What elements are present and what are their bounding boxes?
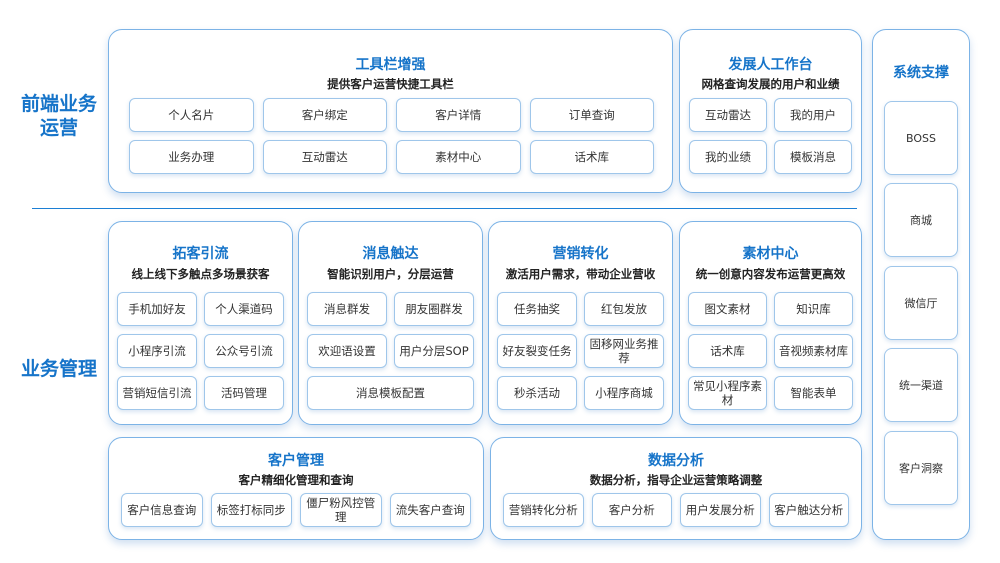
- material-title: 素材中心: [742, 246, 799, 262]
- material-image-text[interactable]: 图文素材: [688, 292, 767, 326]
- developer-subtitle: 网格查询发展的用户和业绩: [701, 77, 840, 91]
- sys-mall[interactable]: 商城: [884, 183, 958, 257]
- acquire-official-account[interactable]: 公众号引流: [204, 334, 284, 368]
- tool-interaction-radar[interactable]: 互动雷达: [262, 140, 387, 174]
- developer-title: 发展人工作台: [728, 57, 813, 73]
- analysis-marketing-conversion[interactable]: 营销转化分析: [503, 493, 584, 527]
- marketing-title: 营销转化: [552, 246, 609, 262]
- material-knowledge-base[interactable]: 知识库: [774, 292, 853, 326]
- material-mini-program[interactable]: 常见小程序素材: [688, 376, 767, 410]
- acquire-phone-friend[interactable]: 手机加好友: [117, 292, 197, 326]
- acquire-live-code[interactable]: 活码管理: [204, 376, 284, 410]
- customer-card: 客户管理 客户精细化管理和查询 客户信息查询 标签打标同步 僵尸粉风控管理 流失…: [108, 437, 484, 540]
- acquire-title: 拓客引流: [172, 246, 229, 262]
- customer-tag-sync[interactable]: 标签打标同步: [210, 493, 292, 527]
- analysis-user-growth[interactable]: 用户发展分析: [680, 493, 761, 527]
- message-moments-send[interactable]: 朋友圈群发: [394, 292, 474, 326]
- analysis-customer-reach[interactable]: 客户触达分析: [768, 493, 849, 527]
- tool-personal-card[interactable]: 个人名片: [129, 98, 254, 132]
- material-card: 素材中心 统一创意内容发布运营更高效 图文素材 知识库 话术库 音视频素材库 常…: [679, 221, 862, 425]
- customer-churn-query[interactable]: 流失客户查询: [389, 493, 471, 527]
- business-mgmt-label: 业务管理: [20, 358, 97, 380]
- marketing-card: 营销转化 激活用户需求，带动企业营收 任务抽奖 红包发放 好友裂变任务 固移网业…: [488, 221, 673, 425]
- message-title: 消息触达: [362, 246, 419, 262]
- message-mass-send[interactable]: 消息群发: [307, 292, 387, 326]
- analysis-subtitle: 数据分析，指导企业运营策略调整: [589, 473, 763, 487]
- marketing-subtitle: 激活用户需求，带动企业营收: [505, 267, 656, 281]
- message-welcome-setting[interactable]: 欢迎语设置: [307, 334, 387, 368]
- customer-subtitle: 客户精细化管理和查询: [238, 473, 354, 487]
- marketing-friend-fission[interactable]: 好友裂变任务: [497, 334, 577, 368]
- system-card: 系统支撑 BOSS 商城 微信厅 统一渠道 客户洞察: [872, 29, 970, 540]
- toolbar-title: 工具栏增强: [355, 57, 426, 73]
- toolbar-subtitle: 提供客户运营快捷工具栏: [327, 77, 454, 91]
- tool-business-handle[interactable]: 业务办理: [129, 140, 254, 174]
- tool-material-center[interactable]: 素材中心: [396, 140, 521, 174]
- marketing-task-lottery[interactable]: 任务抽奖: [497, 292, 577, 326]
- analysis-title: 数据分析: [648, 453, 704, 469]
- acquire-card: 拓客引流 线上线下多触点多场景获客 手机加好友 个人渠道码 小程序引流 公众号引…: [108, 221, 293, 425]
- tool-customer-detail[interactable]: 客户详情: [396, 98, 521, 132]
- analysis-card: 数据分析 数据分析，指导企业运营策略调整 营销转化分析 客户分析 用户发展分析 …: [490, 437, 862, 540]
- marketing-mini-mall[interactable]: 小程序商城: [584, 376, 664, 410]
- tool-script-library[interactable]: 话术库: [529, 140, 654, 174]
- customer-title: 客户管理: [268, 453, 324, 469]
- material-smart-form[interactable]: 智能表单: [774, 376, 853, 410]
- customer-zombie-risk[interactable]: 僵尸粉风控管理: [300, 493, 382, 527]
- message-template-config[interactable]: 消息模板配置: [307, 376, 474, 410]
- sys-unified-channel[interactable]: 统一渠道: [884, 348, 958, 422]
- tool-order-query[interactable]: 订单查询: [529, 98, 654, 132]
- acquire-personal-qr[interactable]: 个人渠道码: [204, 292, 284, 326]
- sys-boss[interactable]: BOSS: [884, 101, 958, 175]
- acquire-subtitle: 线上线下多触点多场景获客: [131, 267, 270, 281]
- analysis-customer[interactable]: 客户分析: [591, 493, 672, 527]
- toolbar-card: 工具栏增强 提供客户运营快捷工具栏 个人名片 客户绑定 客户详情 订单查询 业务…: [108, 29, 673, 193]
- dev-my-users[interactable]: 我的用户: [774, 98, 852, 132]
- tool-customer-bind[interactable]: 客户绑定: [262, 98, 387, 132]
- marketing-red-packet[interactable]: 红包发放: [584, 292, 664, 326]
- marketing-network-recommend[interactable]: 固移网业务推荐: [584, 334, 664, 368]
- message-subtitle: 智能识别用户，分层运营: [327, 267, 454, 281]
- message-user-tier-sop[interactable]: 用户分层SOP: [394, 334, 474, 368]
- marketing-flash-sale[interactable]: 秒杀活动: [497, 376, 577, 410]
- message-card: 消息触达 智能识别用户，分层运营 消息群发 朋友圈群发 欢迎语设置 用户分层SO…: [298, 221, 483, 425]
- material-script-library[interactable]: 话术库: [688, 334, 767, 368]
- dev-interaction-radar[interactable]: 互动雷达: [689, 98, 767, 132]
- acquire-sms[interactable]: 营销短信引流: [117, 376, 197, 410]
- dev-template-message[interactable]: 模板消息: [774, 140, 852, 174]
- developer-card: 发展人工作台 网格查询发展的用户和业绩 互动雷达 我的用户 我的业绩 模板消息: [679, 29, 862, 193]
- section-divider: [32, 208, 857, 209]
- system-title: 系统支撑: [893, 65, 949, 81]
- customer-info-query[interactable]: 客户信息查询: [121, 493, 203, 527]
- sys-wechat-hall[interactable]: 微信厅: [884, 266, 958, 340]
- material-audio-video[interactable]: 音视频素材库: [774, 334, 853, 368]
- sys-customer-insight[interactable]: 客户洞察: [884, 431, 958, 505]
- material-subtitle: 统一创意内容发布运营更高效: [695, 267, 846, 281]
- dev-my-performance[interactable]: 我的业绩: [689, 140, 767, 174]
- front-ops-label: 前端业务运营: [20, 93, 97, 139]
- acquire-miniprogram[interactable]: 小程序引流: [117, 334, 197, 368]
